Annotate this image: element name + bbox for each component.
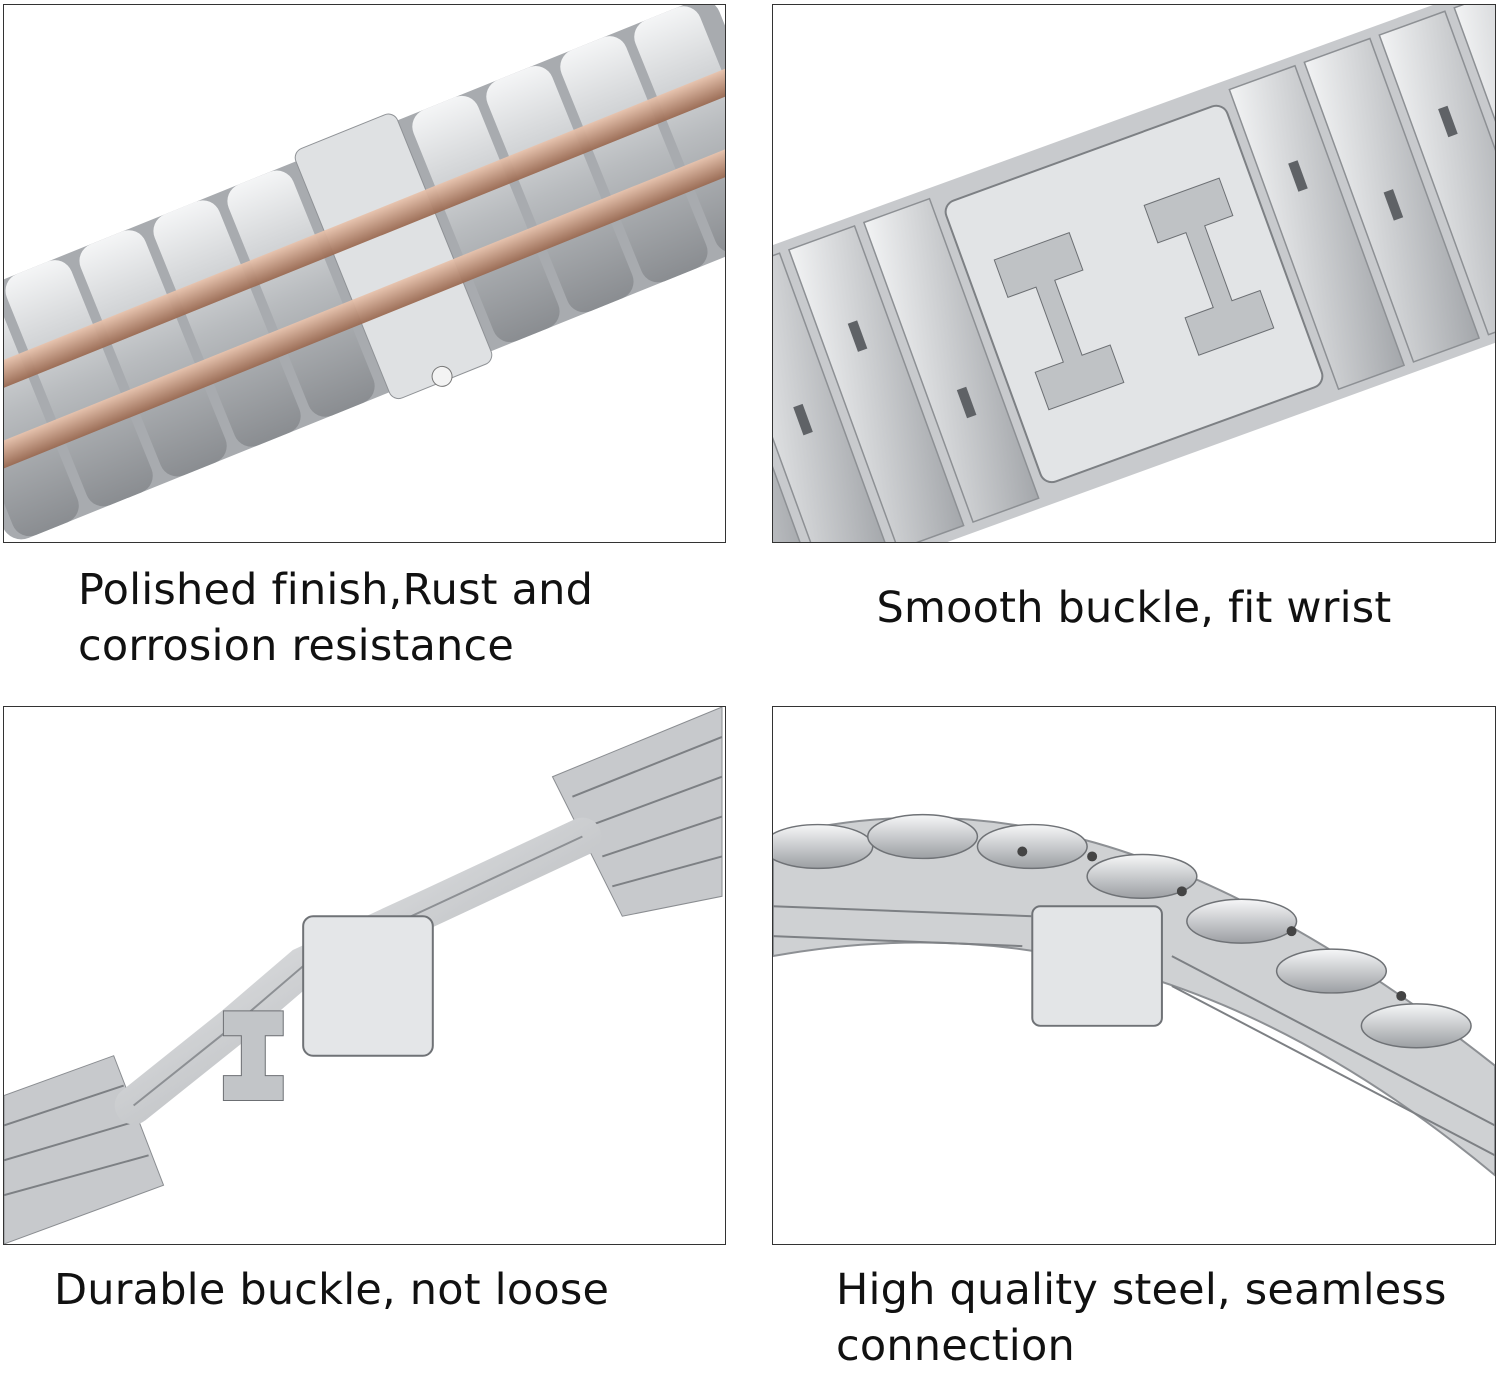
clasp-plate: [302, 915, 434, 1057]
bracelet-links: [4, 6, 725, 537]
upper-bracelet-end: [551, 707, 723, 917]
curved-bracelet-illustration: [773, 707, 1495, 1244]
caption-smooth-buckle: Smooth buckle, fit wrist: [876, 583, 1392, 633]
product-photo-two-tone-bracelet: [3, 4, 726, 543]
rose-gold-center-rows: [4, 62, 725, 477]
product-photo-curved-bracelet: [772, 706, 1496, 1245]
two-tone-bracelet-illustration: [4, 5, 725, 542]
caption-durable-buckle: Durable buckle, not loose: [54, 1265, 610, 1315]
caption-seamless-connection: High quality steel, seamless connection: [836, 1265, 1447, 1371]
product-photo-open-clasp: [3, 706, 726, 1245]
clasp-plate: [1031, 905, 1163, 1027]
bracelet-link-tops: [773, 813, 1472, 1049]
product-photo-clasp-top: [772, 4, 1496, 543]
open-butterfly-clasp-illustration: [4, 707, 725, 1244]
clasp-plate: [944, 104, 1324, 484]
caption-polished-finish: Polished finish,Rust and corrosion resis…: [78, 565, 594, 671]
butterfly-clasp-top-illustration: [773, 5, 1495, 542]
